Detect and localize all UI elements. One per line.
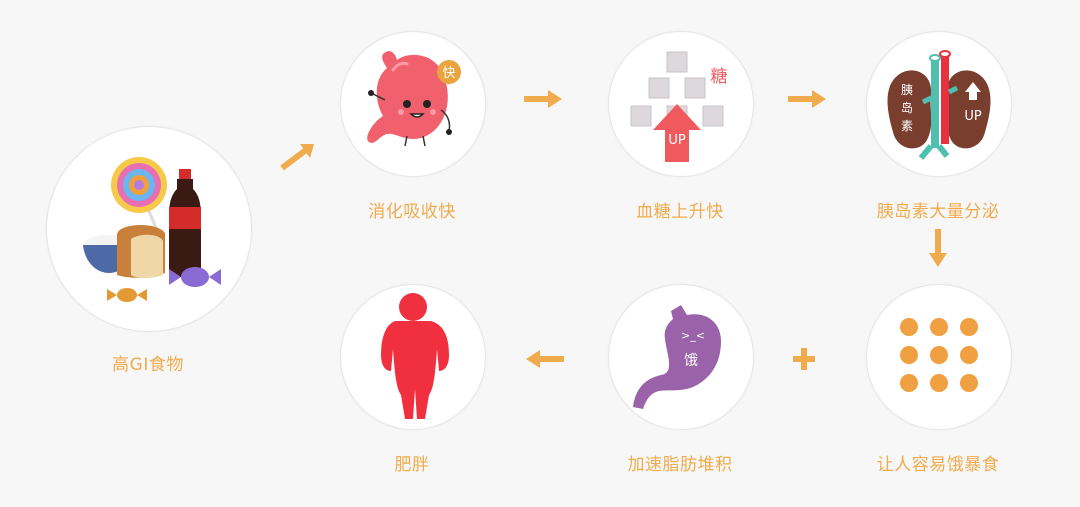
svg-text:岛: 岛 (901, 100, 913, 115)
stomach-hungry-icon: >_< 饿 (608, 284, 754, 430)
plus-icon (793, 348, 815, 370)
stomach-happy-icon: 快 (340, 31, 486, 177)
up-text: UP (668, 133, 686, 148)
arrow-left-icon (526, 350, 564, 368)
node-label: 消化吸收快 (368, 202, 456, 222)
node-label: 加速脂肪堆积 (627, 455, 733, 475)
up-text: UP (964, 109, 982, 124)
badge-text: 糖 (711, 67, 728, 87)
pancreas-icon: 胰 岛 素 UP (866, 31, 1012, 177)
node-label: 高GI食物 (112, 355, 184, 375)
arrow-right-icon (524, 90, 562, 108)
node-label: 胰岛素大量分泌 (876, 202, 1000, 222)
arrow-down-icon (929, 229, 947, 267)
badge-text: 饿 (684, 353, 698, 369)
sugar-cubes-up-icon: UP 糖 (608, 31, 754, 177)
node-label: 血糖上升快 (636, 202, 724, 222)
food-icon (46, 126, 252, 332)
arrow-right-icon (788, 90, 826, 108)
svg-text:胰: 胰 (901, 83, 913, 97)
arrow-up-right-icon (280, 144, 314, 171)
face-text: >_< (681, 329, 705, 342)
obese-silhouette-icon (340, 284, 486, 430)
svg-text:素: 素 (901, 119, 913, 133)
badge-text: 快 (442, 66, 455, 81)
node-label: 肥胖 (394, 455, 430, 475)
dots-grid-icon (866, 284, 1012, 430)
node-label: 让人容易饿暴食 (876, 455, 1000, 475)
